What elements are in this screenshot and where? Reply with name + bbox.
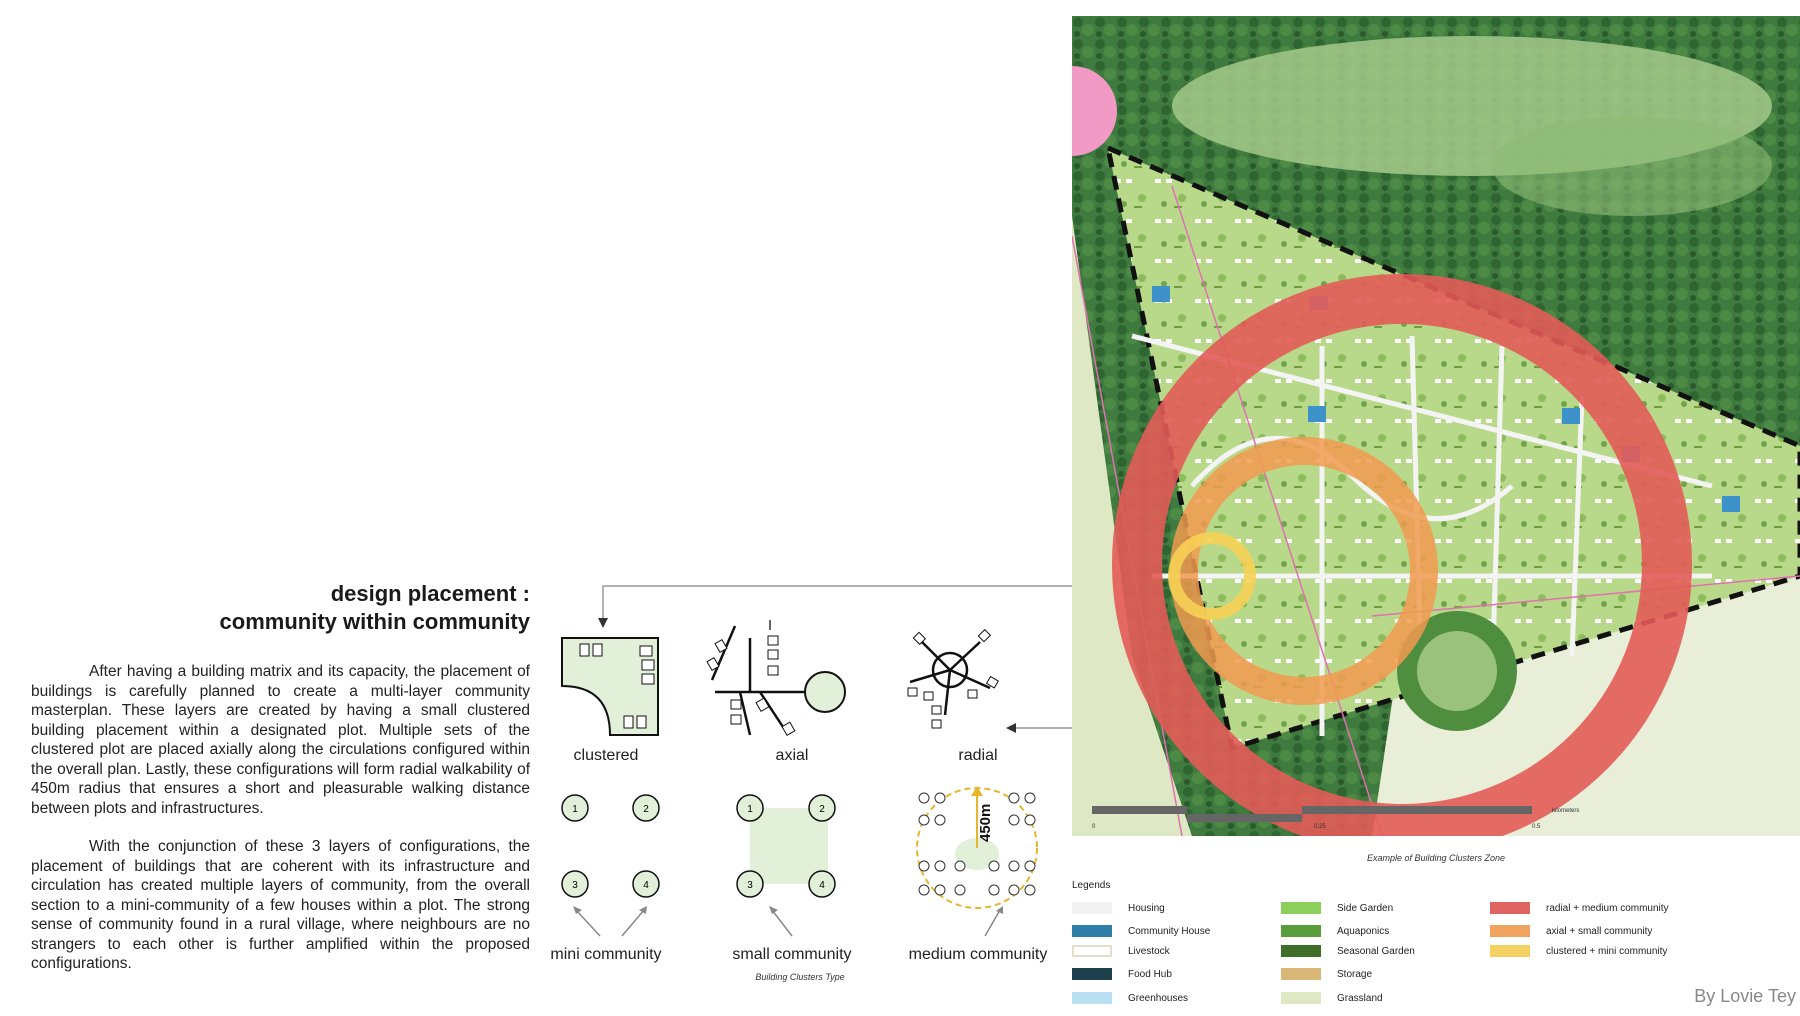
legend-item-storage: Storage [1281,967,1372,981]
legend-swatch [1072,992,1112,1004]
legend-swatch [1281,968,1321,980]
scale-unit: kilometers [1552,808,1579,814]
legend-item-side-garden: Side Garden [1281,901,1393,915]
author-credit: By Lovie Tey [1694,986,1796,1006]
small-community-diagram: 1 2 3 4 [736,794,836,937]
legend-swatch [1490,945,1530,957]
paragraph-1: After having a building matrix and its c… [31,663,530,817]
axial-diagram [706,625,846,737]
cluster-type-caption: Building Clusters Type [755,972,845,982]
legend-item-axial-small: axial + small community [1490,924,1652,938]
scale-label-0: 0 [1092,824,1096,830]
small-node-1: 1 [747,804,753,815]
label-radial: radial [958,747,998,764]
legend-swatch [1072,968,1112,980]
mini-node-3: 3 [572,880,578,891]
legend-swatch [1281,992,1321,1004]
legend-swatch [1490,902,1530,914]
legend-swatch [1072,902,1112,914]
label-small-community: small community [732,946,852,963]
mini-node-1: 1 [572,804,578,815]
label-axial: axial [775,747,809,764]
radius-label: 450m [977,804,994,842]
legend-item-livestock: Livestock [1072,944,1170,958]
legend-item-aquaponics: Aquaponics [1281,924,1389,938]
title-line-2: community within community [219,609,530,634]
legend-swatch [1072,925,1112,937]
page-title: design placement : community within comm… [30,580,530,636]
cluster-type-diagrams: 1 2 3 4 1 2 3 4 [561,625,1038,937]
label-mini-community: mini community [550,946,662,963]
radial-diagram [907,628,1000,729]
masterplan-map: 0 0.25 0.5 kilometers [1072,16,1800,836]
legend-swatch [1072,945,1112,957]
scale-label-025: 0.25 [1314,824,1326,830]
legend-item-community-house: Community House [1072,924,1210,938]
label-medium-community: medium community [908,946,1048,963]
mini-node-2: 2 [643,804,649,815]
legend-item-food-hub: Food Hub [1072,967,1172,981]
paragraph-2: With the conjunction of these 3 layers o… [31,838,530,972]
small-node-4: 4 [819,880,825,891]
legend-swatch [1281,902,1321,914]
mini-node-4: 4 [643,880,649,891]
legend-item-seasonal-garden: Seasonal Garden [1281,944,1415,958]
legend-item-clustered-mini: clustered + mini community [1490,944,1667,958]
legend-title: Legends [1072,880,1111,891]
legend-item-radial-medium: radial + medium community [1490,901,1669,915]
small-node-3: 3 [747,880,753,891]
legend-item-greenhouses: Greenhouses [1072,991,1188,1005]
label-clustered: clustered [573,747,639,764]
small-node-2: 2 [819,804,825,815]
legend-swatch [1490,925,1530,937]
legend-item-housing: Housing [1072,901,1165,915]
map-caption: Example of Building Clusters Zone [1366,853,1506,863]
description-text: After having a building matrix and its c… [31,662,530,993]
legend-swatch [1281,925,1321,937]
scale-label-05: 0.5 [1532,824,1541,830]
legend-item-grassland: Grassland [1281,991,1383,1005]
clustered-diagram [561,637,659,736]
medium-community-diagram: 450m [916,786,1038,937]
mini-community-diagram: 1 2 3 4 [561,794,660,937]
title-line-1: design placement : [330,581,530,606]
legend-swatch [1281,945,1321,957]
